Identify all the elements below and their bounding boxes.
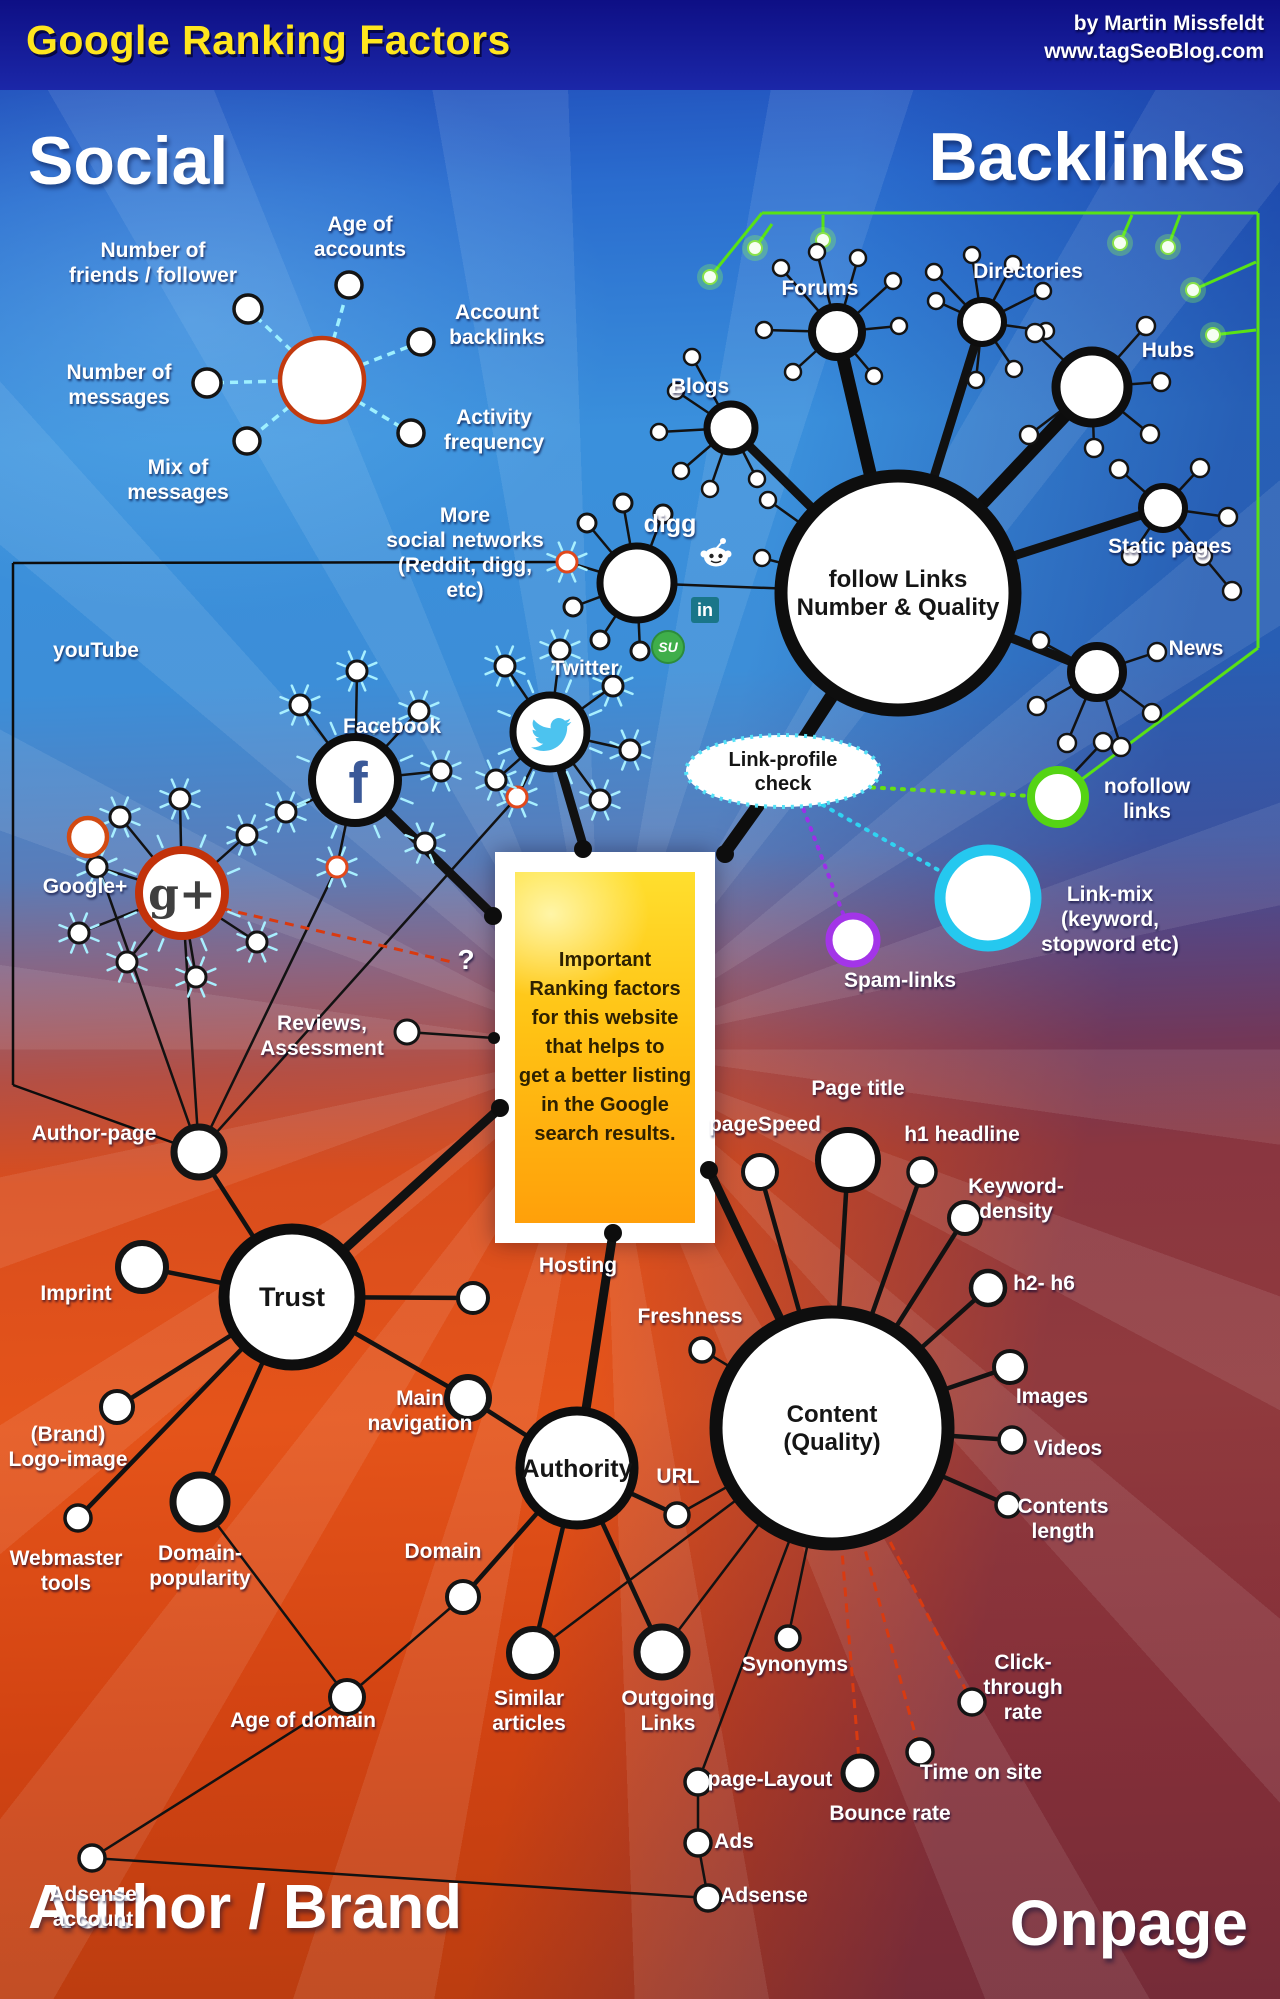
box-line: get a better listing	[518, 1065, 692, 1087]
box-line: in the Google	[541, 1094, 669, 1116]
byline-author: by Martin Missfeldt	[1073, 12, 1264, 35]
box-line: for this website	[531, 1007, 679, 1029]
important-factors-text: Important Ranking factors for this websi…	[515, 872, 695, 1223]
header-bar: Google Ranking Factors by Martin Missfel…	[0, 0, 1280, 90]
quadrant-title-backlinks: Backlinks	[928, 119, 1246, 195]
quadrant-title-author-brand: Author / Brand	[28, 1873, 462, 1942]
box-line: Important	[558, 949, 652, 971]
important-factors-box: Important Ranking factors for this websi…	[495, 852, 715, 1243]
quadrant-title-onpage: Onpage	[1009, 1887, 1248, 1959]
box-line: Ranking factors	[529, 978, 681, 1000]
byline-url: www.tagSeoBlog.com	[1044, 40, 1264, 63]
quadrant-title-social: Social	[28, 123, 229, 199]
box-line: that helps to	[545, 1036, 665, 1058]
box-line: search results.	[534, 1123, 676, 1145]
byline: by Martin Missfeldt www.tagSeoBlog.com	[1044, 10, 1264, 66]
page-title: Google Ranking Factors	[26, 17, 511, 63]
